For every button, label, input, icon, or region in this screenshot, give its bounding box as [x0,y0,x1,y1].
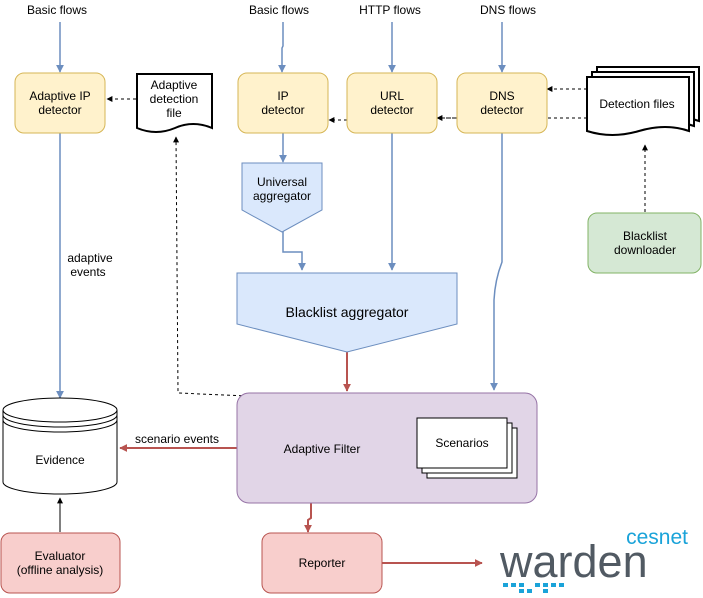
input-label-dns-flows: DNS flows [480,3,536,17]
node-dns-detector[interactable]: DNS detector [456,72,548,134]
node-label: URL [380,89,404,103]
node-blacklist-aggregator[interactable]: Blacklist aggregator [236,272,458,353]
logo-dots [503,583,564,593]
node-label: Adaptive Filter [284,442,361,456]
input-label-basic-flows-left: Basic flows [27,3,87,17]
node-label: Universal [257,175,307,189]
logo-brand-text: cesnet [626,526,688,549]
node-blacklist-downloader[interactable]: Blacklist downloader [587,212,702,274]
node-label: file [166,106,182,120]
node-url-detector[interactable]: URL detector [346,72,438,134]
node-label: (offline analysis) [17,563,103,577]
node-label: Adaptive [151,78,198,92]
node-detection-files[interactable]: Detection files [586,66,700,136]
node-ip-detector[interactable]: IP detector [237,72,329,134]
node-reporter[interactable]: Reporter [261,532,383,594]
node-adaptive-filter[interactable]: Adaptive Filter Scenarios [236,392,538,504]
edge-label-adaptive-events-1: adaptive [67,251,113,265]
node-label: Blacklist aggregator [286,304,409,320]
node-label: IP [277,89,288,103]
node-label: Adaptive IP [29,89,90,103]
edge-label-adaptive-events-2: events [70,265,105,279]
node-label: Evidence [35,453,85,467]
node-adaptive-detection-file[interactable]: Adaptive detection file [136,73,213,133]
node-label: detector [261,103,304,117]
node-universal-aggregator[interactable]: Universal aggregator [241,162,323,233]
edge-dns-to-adaptive-filter [490,133,503,391]
node-label: downloader [614,243,676,257]
edge-filter-to-adaptive-file [173,136,249,397]
node-label: Blacklist [623,229,668,243]
node-label: detector [480,103,523,117]
edge-label-scenario-events: scenario events [135,432,219,446]
node-evaluator[interactable]: Evaluator (offline analysis) [0,532,121,594]
node-label: detector [38,103,81,117]
node-label: aggregator [253,189,311,203]
edge-universal-to-blacklist [282,230,306,271]
warden-cesnet-logo: cesnet warden [499,526,688,593]
node-label: Reporter [299,556,346,570]
node-label: detector [370,103,413,117]
input-label-basic-flows: Basic flows [249,3,309,17]
logo-product-text: warden [499,536,648,587]
edge-filter-to-reporter [304,503,312,533]
node-label: Detection files [599,97,674,111]
node-label: Evaluator [35,549,86,563]
node-scenarios[interactable]: Scenarios [416,417,518,479]
node-label: DNS [489,89,514,103]
node-label: detection [150,92,199,106]
node-label: Scenarios [435,436,488,450]
input-label-http-flows: HTTP flows [359,3,421,17]
edge-basic-flows-to-ip [278,22,286,73]
node-adaptive-ip-detector[interactable]: Adaptive IP detector [14,72,106,134]
node-evidence[interactable]: Evidence [2,397,118,495]
